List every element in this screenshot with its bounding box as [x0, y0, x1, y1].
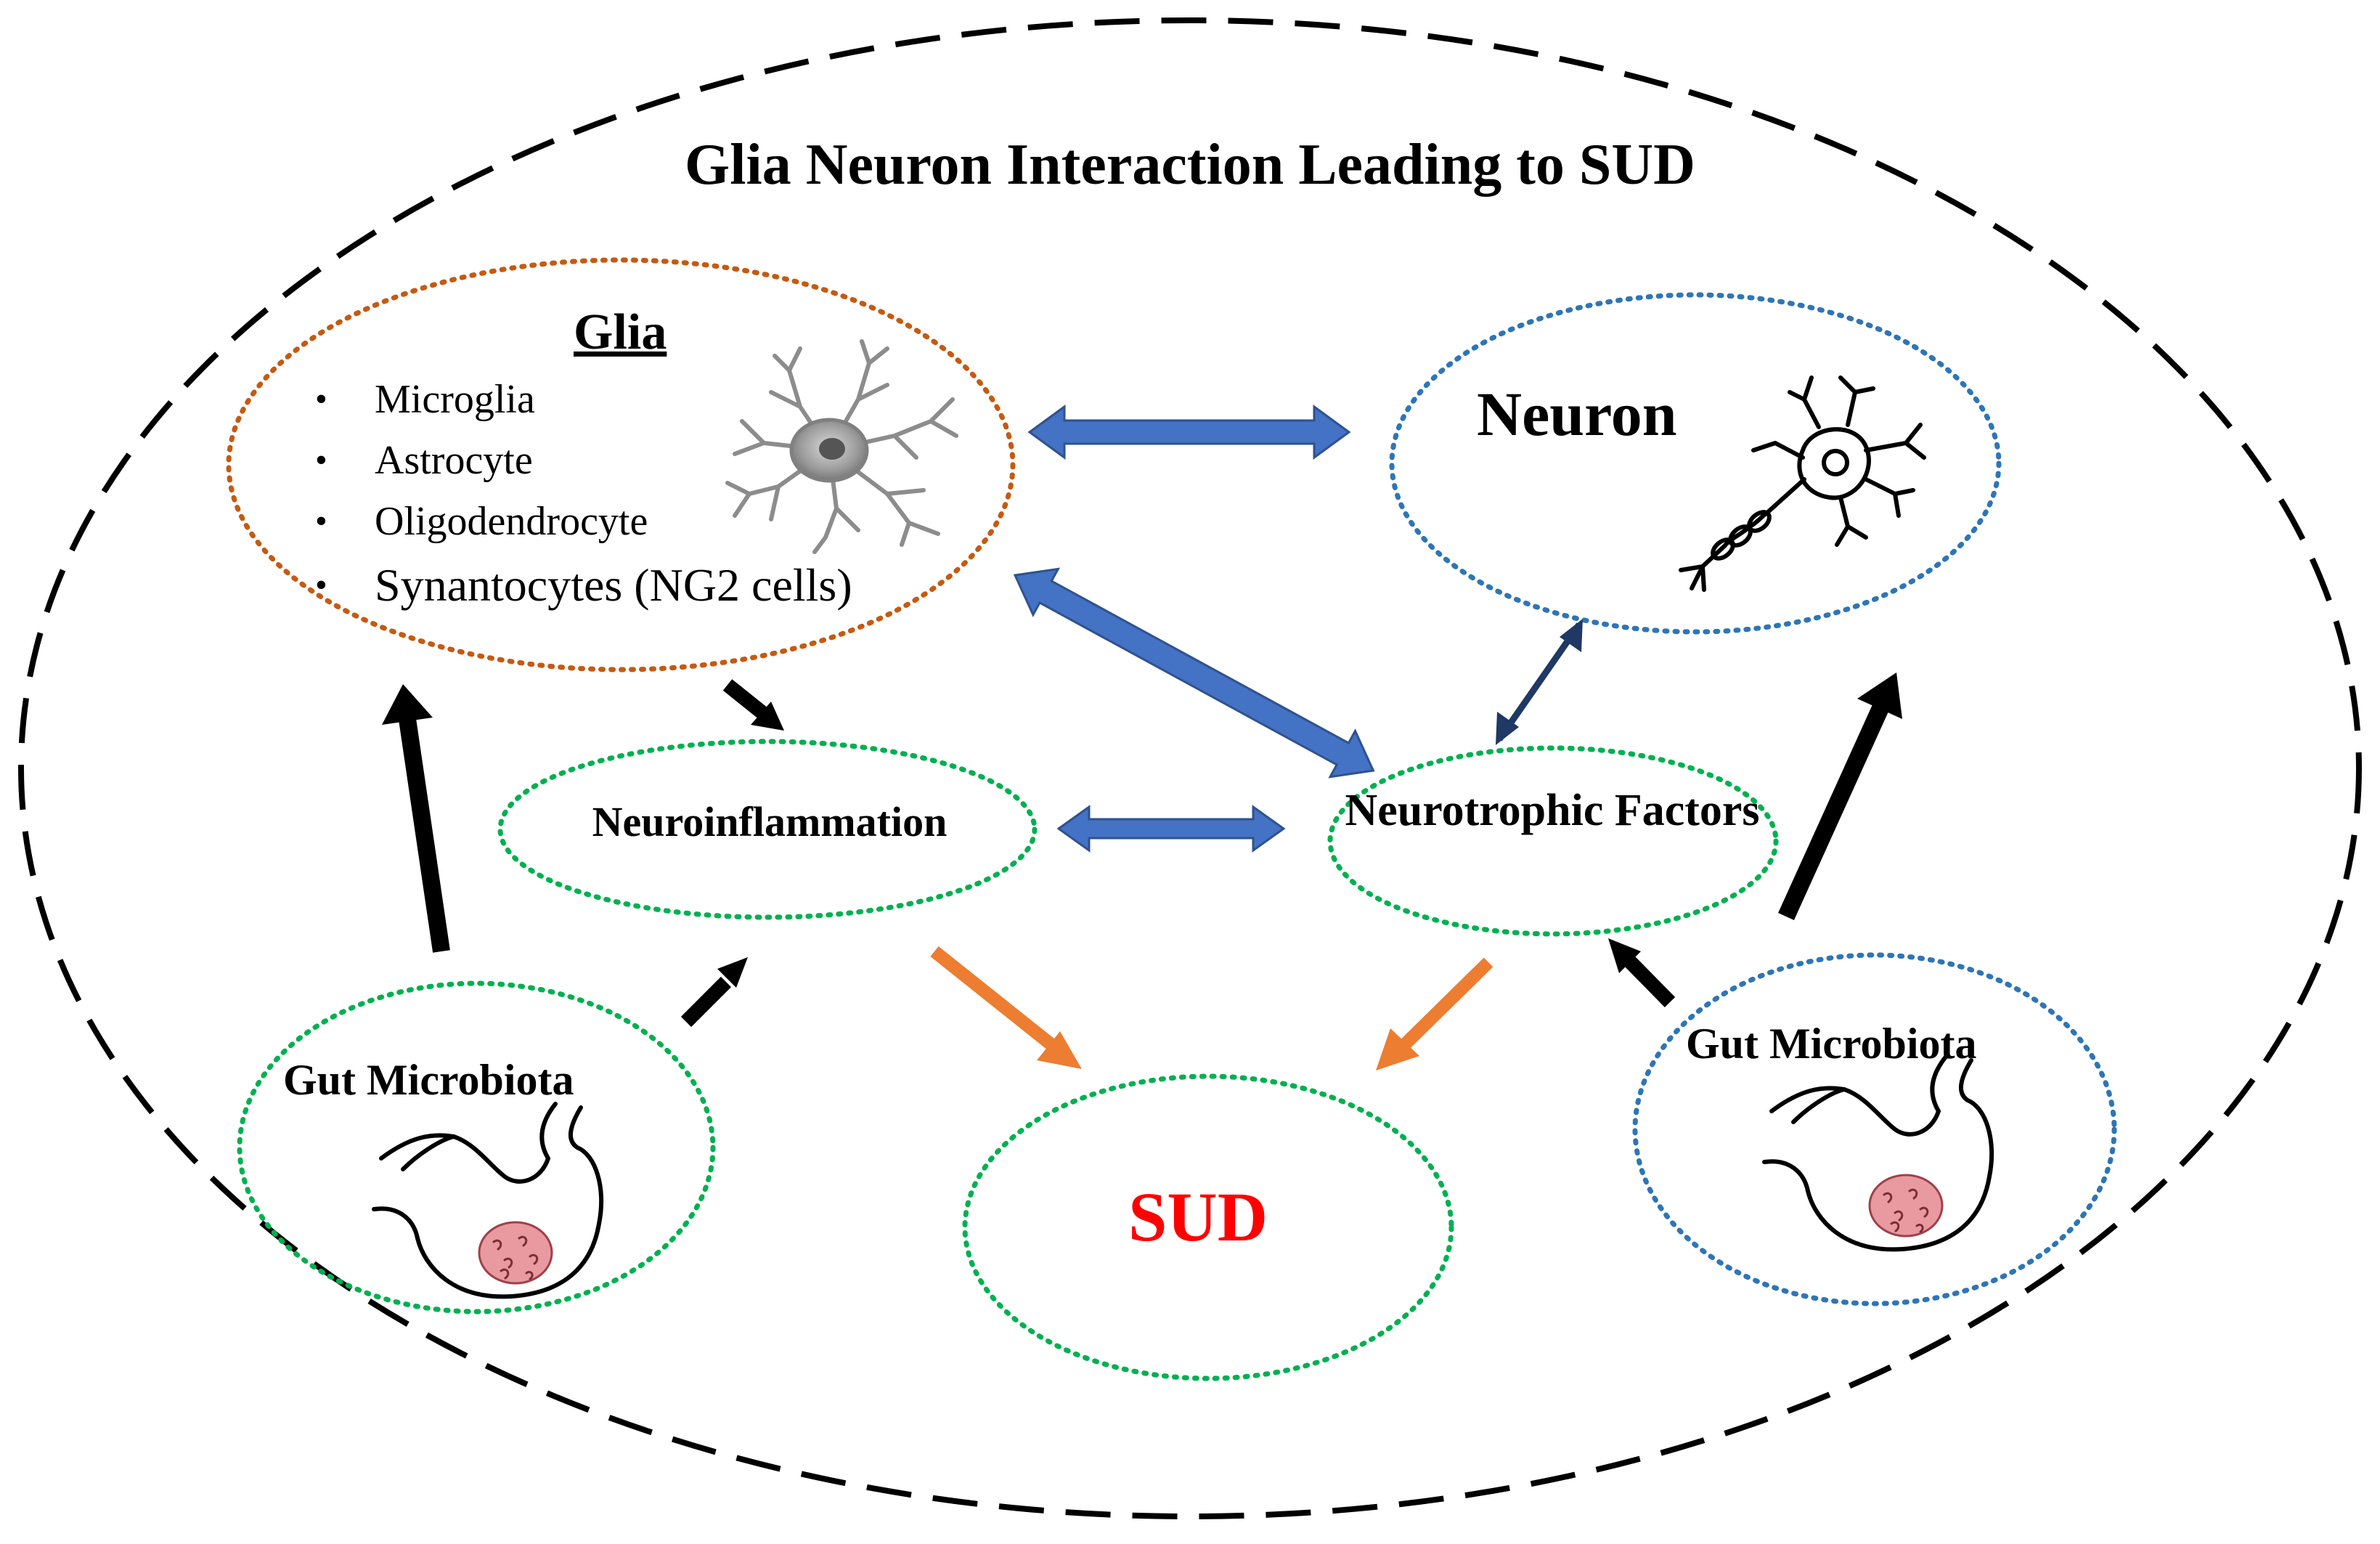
neuroinflammation-neurotrophic-double-arrow	[1056, 805, 1286, 853]
glia-heading: Glia	[574, 304, 667, 360]
neurotrophic-node	[1327, 745, 1779, 937]
stomach-icon	[1762, 1055, 1994, 1252]
diagram-title: Glia Neuron Interaction Leading to SUD	[685, 133, 1695, 197]
glia-neurotrophic-double-arrow	[1013, 567, 1375, 779]
glia-item: Synantocytes (NG2 cells)	[308, 552, 852, 619]
gut-microbiota-left-label: Gut Microbiota	[283, 1056, 574, 1104]
neuroinflammation-to-sud-arrow	[930, 946, 1082, 1069]
sud-label: SUD	[1128, 1178, 1268, 1256]
neuron-cell-icon	[1679, 375, 1926, 592]
gut-right-to-neurotrophic-arrow	[1608, 938, 1676, 1008]
gut-microbiota-right-node	[1632, 952, 2117, 1307]
glia-item: Astrocyte	[308, 430, 852, 491]
gut-left-to-glia-arrow	[382, 684, 450, 953]
glia-cell-types-list: Microglia Astrocyte Oligodendrocyte Syna…	[308, 369, 852, 619]
gut-left-to-neuroinflammation-arrow	[680, 957, 748, 1028]
gut-microbiota-right-label: Gut Microbiota	[1686, 1020, 1977, 1068]
stomach-icon	[372, 1102, 604, 1299]
neurotrophic-factors-label: Neurotrophic Factors	[1345, 786, 1760, 835]
gut-right-to-neuron-arrow	[1778, 673, 1902, 920]
gut-microbiota-left-node	[237, 980, 716, 1315]
neuron-node	[1389, 292, 2002, 635]
neurotrophic-to-sud-arrow	[1376, 957, 1493, 1070]
glia-node	[226, 257, 1016, 673]
neuroinflammation-label: Neuroinflammation	[592, 798, 947, 845]
neuroinflammation-node	[497, 739, 1038, 920]
neuron-neurotrophic-double-arrow	[1496, 619, 1583, 745]
sud-node	[962, 1073, 1454, 1381]
glia-item: Microglia	[308, 369, 852, 430]
glia-neuron-double-arrow	[1027, 405, 1351, 460]
outer-boundary	[18, 17, 2362, 1519]
neuron-label: Neuron	[1477, 379, 1677, 449]
glia-to-neuroinflammation-arrow	[722, 679, 784, 731]
glia-item: Oligodendrocyte	[308, 491, 852, 552]
